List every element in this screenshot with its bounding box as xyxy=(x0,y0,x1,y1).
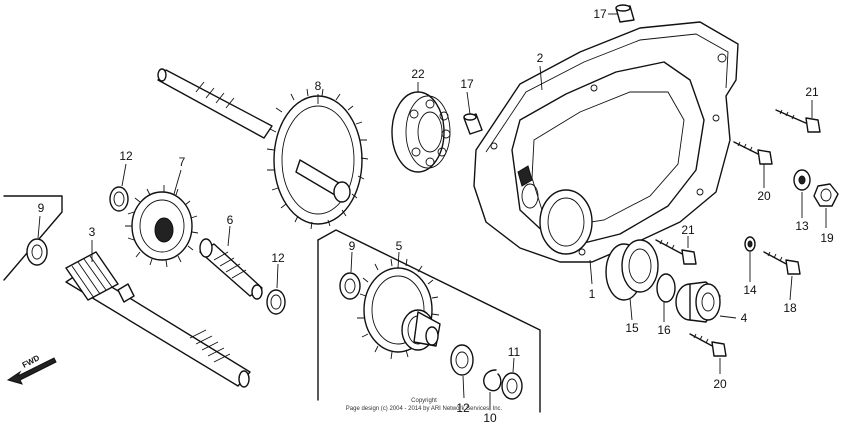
part-20-bolt-lower xyxy=(689,333,727,357)
part-2-case-cover xyxy=(473,21,739,263)
callout-12-box: 12 xyxy=(456,401,470,415)
part-9-washer-box xyxy=(339,272,361,300)
part-17-dowel-pin xyxy=(463,113,483,135)
callout-13: 13 xyxy=(795,219,809,233)
callout-19: 19 xyxy=(820,231,834,245)
part-21-bolt-mid xyxy=(655,239,697,265)
part-8-gear-shaft xyxy=(157,68,369,230)
callout-17-center: 17 xyxy=(460,77,474,91)
callout-10: 10 xyxy=(483,411,497,425)
part-18-bolt xyxy=(763,251,801,275)
callout-9-box: 9 xyxy=(349,239,356,253)
callout-5: 5 xyxy=(396,239,403,253)
part-17-dowel-pin-top xyxy=(615,4,635,23)
callout-2: 2 xyxy=(537,51,544,65)
part-5-gear-cluster xyxy=(357,258,441,360)
callout-labels: 1 2 3 4 5 6 7 8 9 9 10 11 12 12 12 13 14… xyxy=(38,7,834,425)
copyright-notice: Copyright Page design (c) 2004 - 2014 by… xyxy=(346,398,503,412)
part-4-collar xyxy=(675,281,721,323)
part-13-washer xyxy=(793,169,811,191)
part-9-washer-left xyxy=(26,238,48,266)
callout-21-upper: 21 xyxy=(805,85,819,99)
part-19-nut xyxy=(813,183,839,207)
callout-17-top: 17 xyxy=(593,7,607,21)
copyright-line-1: Copyright xyxy=(411,398,437,404)
callout-14: 14 xyxy=(743,283,757,297)
part-10-circlip xyxy=(483,369,502,392)
callout-11: 11 xyxy=(508,345,521,359)
callout-1: 1 xyxy=(589,287,596,301)
callout-12-mid: 12 xyxy=(271,251,285,265)
callout-8: 8 xyxy=(315,79,322,93)
part-11-washer xyxy=(501,372,523,400)
part-22-bearing xyxy=(391,91,451,173)
callout-20-upper: 20 xyxy=(757,189,771,203)
callout-20-lower: 20 xyxy=(713,377,727,391)
part-14-washer xyxy=(744,236,756,252)
part-15-oil-seal xyxy=(605,239,659,301)
part-7-gear xyxy=(125,185,199,268)
callout-6: 6 xyxy=(227,213,234,227)
callout-12-left: 12 xyxy=(119,149,133,163)
callout-22: 22 xyxy=(411,67,425,81)
frame-bracket-left xyxy=(3,195,63,281)
fwd-arrow: FWD xyxy=(6,353,57,385)
part-12-washer-mid xyxy=(266,289,286,315)
part-16-o-ring xyxy=(656,273,676,303)
frame-bracket-center xyxy=(317,229,541,413)
part-12-washer-left xyxy=(109,186,129,212)
callout-9-left: 9 xyxy=(38,201,45,215)
callout-7: 7 xyxy=(179,155,186,169)
part-6-splined-shaft xyxy=(199,238,263,300)
part-20-bolt-upper xyxy=(733,141,773,165)
callout-4: 4 xyxy=(741,311,748,325)
callout-3: 3 xyxy=(89,225,96,239)
leader-lines xyxy=(37,13,827,410)
part-3-shaft xyxy=(65,251,251,388)
callout-21-mid: 21 xyxy=(681,223,695,237)
callout-16: 16 xyxy=(657,323,671,337)
callout-15: 15 xyxy=(625,321,639,335)
callout-18: 18 xyxy=(783,301,797,315)
part-12-washer-box xyxy=(450,344,474,376)
part-21-bolt-upper xyxy=(775,109,821,133)
copyright-line-2: Page design (c) 2004 - 2014 by ARI Netwo… xyxy=(346,406,503,412)
